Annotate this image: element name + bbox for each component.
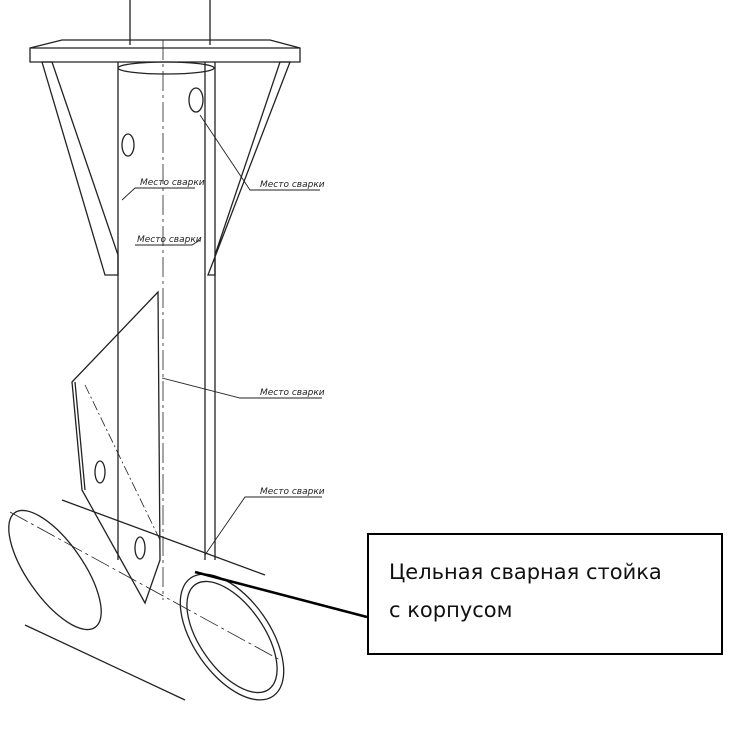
callout-line1: Цельная сварная стойка [389, 560, 662, 584]
bottom-cylinder [8, 499, 285, 701]
weld-label: Место сварки [260, 487, 325, 497]
main-tube [117, 40, 216, 600]
weld-label: Место сварки [260, 388, 325, 398]
weld-label: Место сварки [260, 180, 325, 190]
flange-plate [29, 39, 301, 63]
weld-label: Место сварки [140, 178, 205, 188]
weld-labels: Место сварки Место сварки Место сварки М… [137, 178, 325, 497]
weld-leaders [121, 114, 322, 556]
callout-box: Цельная сварная стойка с корпусом [367, 533, 723, 655]
gussets [41, 61, 291, 276]
weld-label: Место сварки [137, 235, 202, 245]
callout-leader [194, 570, 368, 619]
top-pipe [129, 0, 211, 45]
side-plate [71, 290, 161, 605]
callout-line2: с корпусом [389, 598, 513, 622]
